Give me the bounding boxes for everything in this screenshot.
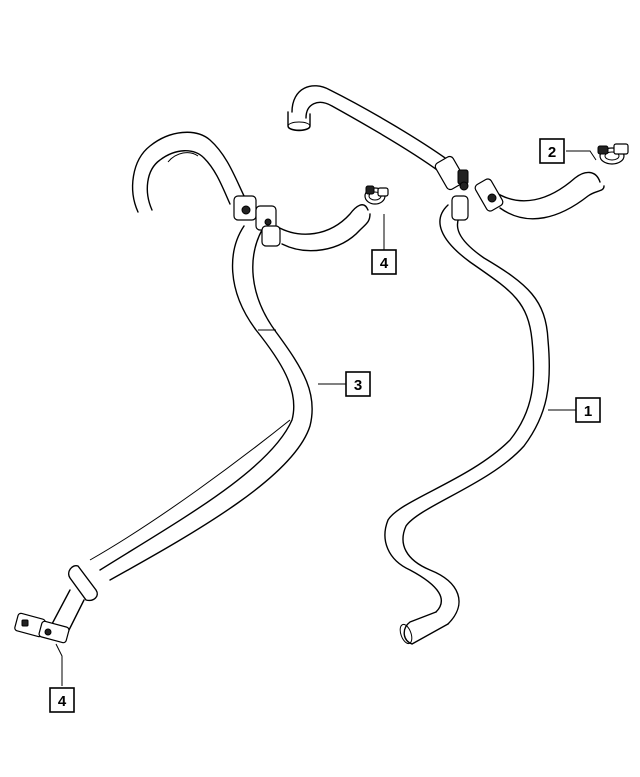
callout-1: 1 xyxy=(575,397,601,423)
callout-3-label: 3 xyxy=(354,377,362,394)
leader-4-bottom xyxy=(55,643,63,686)
callout-3: 3 xyxy=(345,371,371,397)
callout-2: 2 xyxy=(539,138,565,164)
callout-4-top-label: 4 xyxy=(380,255,389,272)
clamp-4-bottom xyxy=(14,612,70,644)
clamp-2 xyxy=(597,143,629,165)
hose-3 xyxy=(51,131,371,636)
callout-1-label: 1 xyxy=(584,403,592,420)
callout-4-bottom-label: 4 xyxy=(58,693,67,710)
callout-4-top: 4 xyxy=(371,249,397,275)
clamp-4-top xyxy=(364,185,389,205)
hose-1 xyxy=(287,85,605,645)
leader-2 xyxy=(566,150,597,161)
callout-4-bottom: 4 xyxy=(49,687,75,713)
callout-2-label: 2 xyxy=(548,144,556,161)
